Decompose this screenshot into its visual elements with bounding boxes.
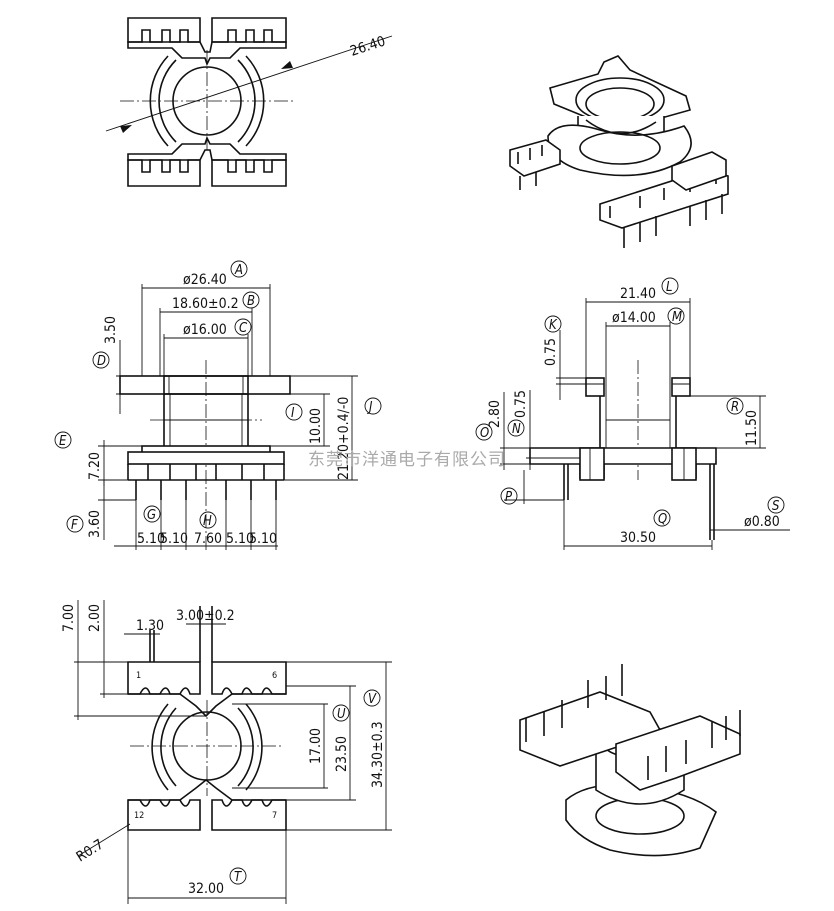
watermark: 东莞市洋通电子有限公司 [308,450,506,470]
dim-7-value: 7.00 [61,604,77,632]
callout-c: C [239,321,248,336]
dim-q-value: 30.50 [620,530,656,546]
callout-j: J [367,400,373,415]
dim-u-inner: 17.00 [308,728,324,764]
pin-number-7: 7 [272,811,277,821]
pitch-3: 7.60 [194,531,222,547]
dim-b-value: 18.60±0.2 [172,296,239,312]
callout-k: K [549,318,558,333]
callout-b: B [247,294,255,309]
callout-e: E [59,434,67,449]
pitch-2: 5.10 [160,531,188,547]
callout-t: T [234,870,242,885]
pin-number-12: 12 [134,811,144,821]
callout-o: O [480,426,489,441]
pitch-1: 5.10 [137,531,165,547]
bottom-view: 1 6 12 7 7.00 2.00 1.30 3.00±0.2 17.00 2… [61,600,392,904]
callout-h: H [203,514,212,529]
dim-i-value: 10.00 [308,408,324,444]
dim-s-value: ø0.80 [744,514,780,530]
dim-m-value: ø14.00 [612,310,656,326]
dim-slot: 3.00±0.2 [176,608,235,624]
callout-d: D [97,354,106,369]
top-view: 26.40 [105,17,393,187]
pitch-4: 5.10 [226,531,254,547]
callout-q: Q [658,512,667,527]
dim-d-value: 3.50 [103,316,119,344]
callout-u: U [337,707,346,722]
callout-n: N [512,422,521,437]
pin-number-1: 1 [136,671,141,681]
dim-l-value: 21.40 [620,286,656,302]
callout-g: G [147,508,156,523]
dim-a-value: ø26.40 [183,272,227,288]
callout-m: M [672,310,682,325]
dim-u-value: 23.50 [334,736,350,772]
iso-view-top [509,55,729,248]
iso-view-bottom [519,664,741,857]
dim-c-value: ø16.00 [183,322,227,338]
callout-s: S [772,499,780,514]
callout-f: F [71,518,78,533]
side-view: 21.40 L ø14.00 M 0.75 K 2.80 O 0.75 N P [475,277,790,550]
top-view-diameter-label: 26.40 [348,33,387,59]
dim-n-value: 0.75 [513,390,529,418]
pitch-5: 5.10 [249,531,277,547]
callout-i: I [291,406,295,421]
dim-2-value: 2.00 [87,604,103,632]
dim-j-value: 21.20+0.4/-0 [336,397,352,480]
dim-t-value: 32.00 [188,881,224,897]
front-view: ø26.40 A 18.60±0.2 B ø16.00 C 3.50 D 7.2… [54,260,382,550]
dim-radius: R0.7 [74,837,107,866]
callout-r: R [731,400,739,415]
dim-v-value: 34.30±0.3 [370,721,386,788]
callout-v: V [368,692,377,707]
dim-k-value: 0.75 [543,338,559,366]
dim-f-value: 3.60 [87,510,103,538]
pin-number-6: 6 [272,671,277,681]
dim-e-value: 7.20 [87,452,103,480]
dim-o-value: 2.80 [487,400,503,428]
callout-a: A [234,263,243,278]
dim-pin-width: 1.30 [136,618,164,634]
dim-r-value: 11.50 [744,410,760,446]
callout-l: L [666,280,673,295]
callout-p: P [505,490,513,505]
